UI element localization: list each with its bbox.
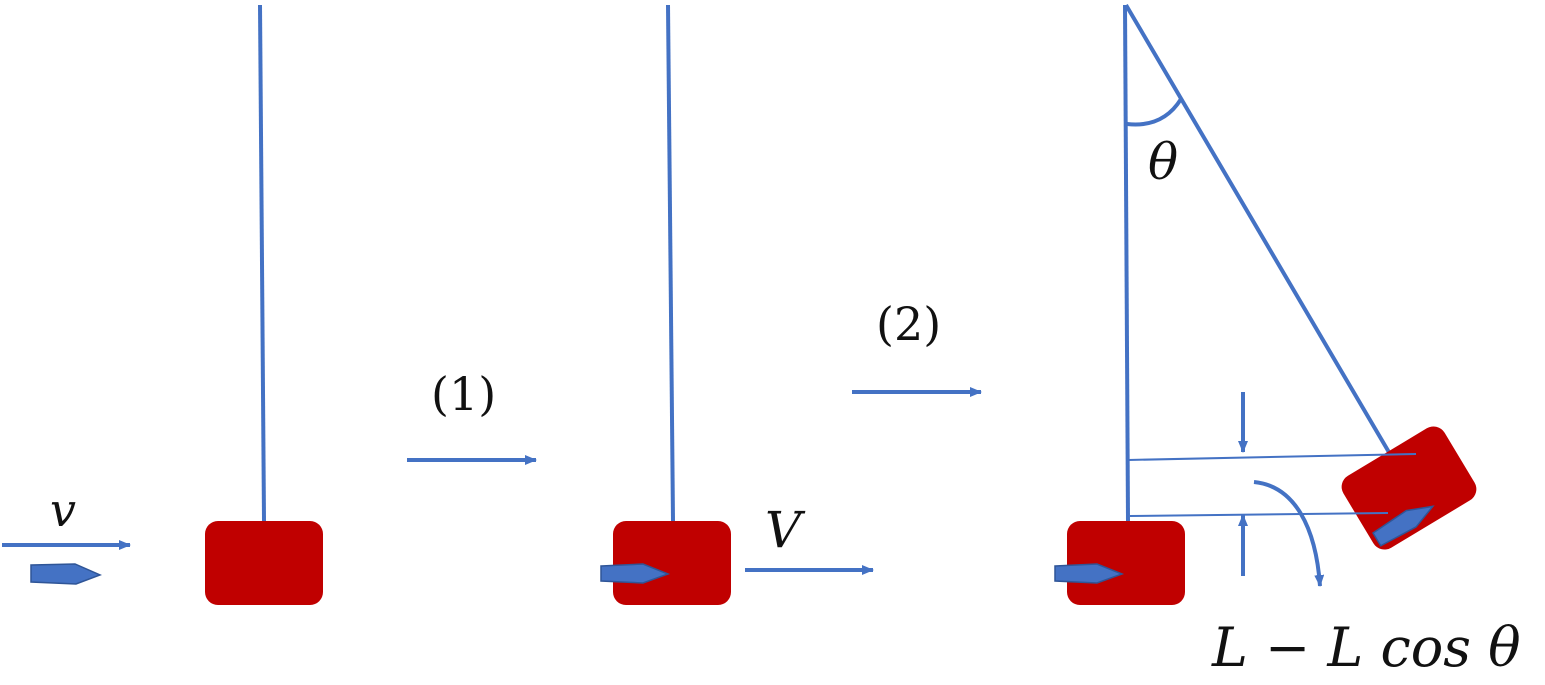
pendulum-string-initial bbox=[258, 4, 266, 522]
stage-swing: θ L − L cos θ bbox=[1054, 3, 1521, 679]
pendulum-block-bottom bbox=[1067, 521, 1185, 605]
embedded-bullet-collision bbox=[600, 563, 671, 584]
transition-one: (1) bbox=[407, 367, 537, 465]
bullet-shape bbox=[30, 563, 102, 585]
angle-arc bbox=[1126, 97, 1183, 127]
pendulum-block-collision bbox=[613, 521, 731, 605]
swung-string bbox=[1124, 3, 1392, 456]
transition-two-label: (2) bbox=[876, 297, 941, 351]
height-callout-curve bbox=[1253, 480, 1325, 587]
vertical-reference-string bbox=[1123, 4, 1130, 522]
transition-one-label: (1) bbox=[431, 367, 496, 421]
pendulum-block-raised bbox=[1341, 426, 1477, 550]
embedded-bullet-bottom bbox=[1054, 563, 1125, 584]
height-expression-label: L − L cos θ bbox=[1211, 616, 1521, 679]
block-velocity-label: V bbox=[765, 501, 806, 559]
pendulum-string-collision bbox=[666, 4, 675, 522]
transition-two: (2) bbox=[852, 297, 982, 397]
angle-label: θ bbox=[1148, 133, 1178, 191]
pendulum-block-initial bbox=[205, 521, 323, 605]
embedded-bullet-raised bbox=[1372, 505, 1435, 547]
bullet-velocity-label: v bbox=[50, 483, 76, 537]
raised-height-reference-line bbox=[1127, 453, 1417, 461]
stage-initial: v bbox=[2, 4, 323, 605]
bottom-height-reference-line bbox=[1129, 512, 1389, 517]
stage-collision: V bbox=[600, 4, 874, 605]
